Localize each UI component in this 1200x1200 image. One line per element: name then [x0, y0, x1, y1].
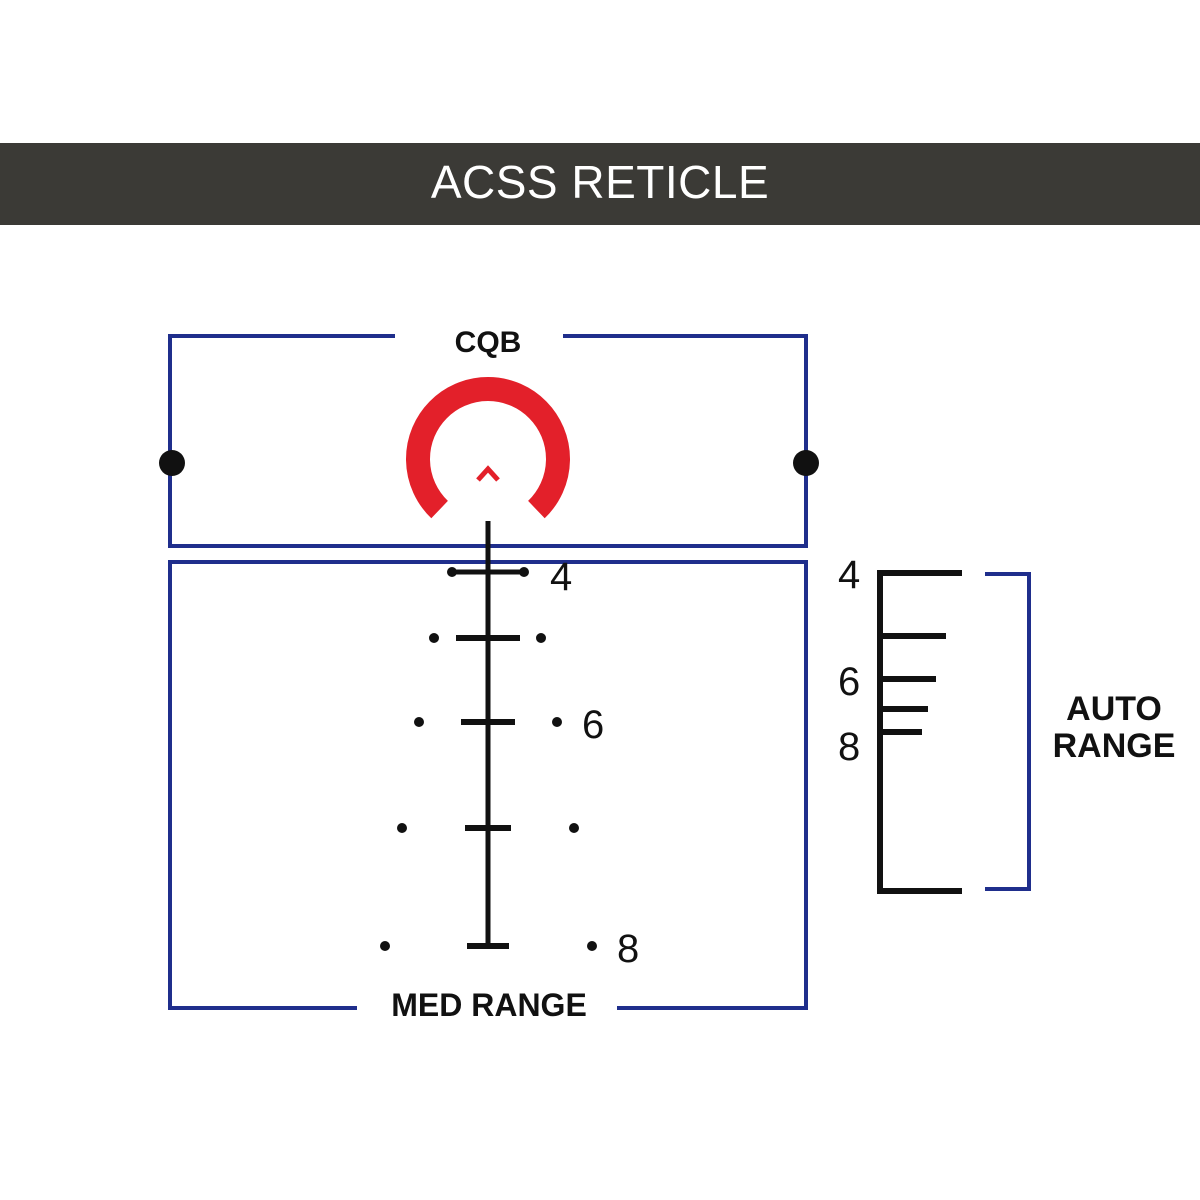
page-title: ACSS RETICLE	[430, 156, 770, 208]
auto-range-label-line1: AUTO	[1066, 690, 1162, 728]
med-range-label: MED RANGE	[391, 987, 587, 1023]
cqb-label: CQB	[455, 326, 522, 359]
auto-range-scale	[877, 570, 962, 894]
cqb-right-dot	[793, 450, 819, 476]
title-bar: ACSS RETICLE	[0, 143, 1200, 225]
bdc-dot-left-8	[380, 941, 390, 951]
bdc-dot-left-6	[414, 717, 424, 727]
bdc-dot-right-5	[536, 633, 546, 643]
cqb-frame	[168, 334, 808, 548]
bdc-label-8: 8	[617, 927, 639, 971]
bdc-dot-right-7	[569, 823, 579, 833]
horseshoe-ring	[406, 377, 570, 519]
auto-range-label-8: 8	[838, 725, 860, 769]
cqb-left-dot	[159, 450, 185, 476]
auto-range-bracket	[985, 572, 1031, 891]
auto-range-label-4: 4	[838, 553, 860, 597]
bdc-dot-left-5	[429, 633, 439, 643]
bdc-dot-left-4	[447, 567, 457, 577]
bdc-dot-right-8	[587, 941, 597, 951]
bdc-dot-right-6	[552, 717, 562, 727]
auto-range-label-line2: RANGE	[1053, 727, 1176, 765]
bdc-dot-right-4	[519, 567, 529, 577]
bdc-label-6: 6	[582, 703, 604, 747]
bdc-label-4: 4	[550, 555, 572, 599]
bdc-dot-left-7	[397, 823, 407, 833]
chevron-aim-point	[476, 465, 500, 482]
auto-range-label-6: 6	[838, 660, 860, 704]
